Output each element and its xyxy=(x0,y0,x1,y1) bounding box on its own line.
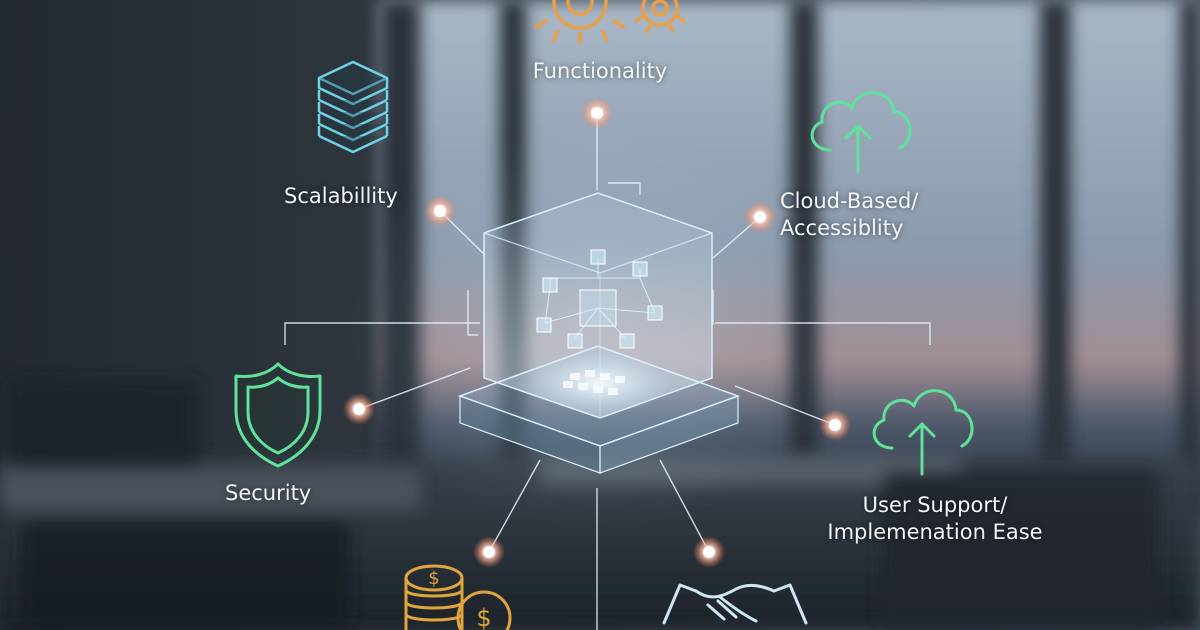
cloud-based-label: Cloud-Based/ Accessiblity xyxy=(780,189,919,240)
holographic-cube-icon xyxy=(457,192,741,474)
scalability-label: Scalabillity xyxy=(284,184,398,208)
svg-text:$: $ xyxy=(476,604,491,630)
svg-text:$: $ xyxy=(428,568,439,589)
security-label: Security xyxy=(225,481,312,505)
user-support-label: User Support/ Implemenation Ease xyxy=(827,493,1043,544)
cloud-upload-icon xyxy=(872,389,974,476)
functionality-label: Functionality xyxy=(532,59,668,83)
cloud-upload-icon xyxy=(810,91,912,174)
gears-icon xyxy=(534,0,687,44)
handshake-icon xyxy=(662,583,808,625)
layers-stack-icon xyxy=(317,60,389,154)
coin-stack-icon: $ $ xyxy=(404,564,512,630)
shield-icon xyxy=(234,362,322,468)
